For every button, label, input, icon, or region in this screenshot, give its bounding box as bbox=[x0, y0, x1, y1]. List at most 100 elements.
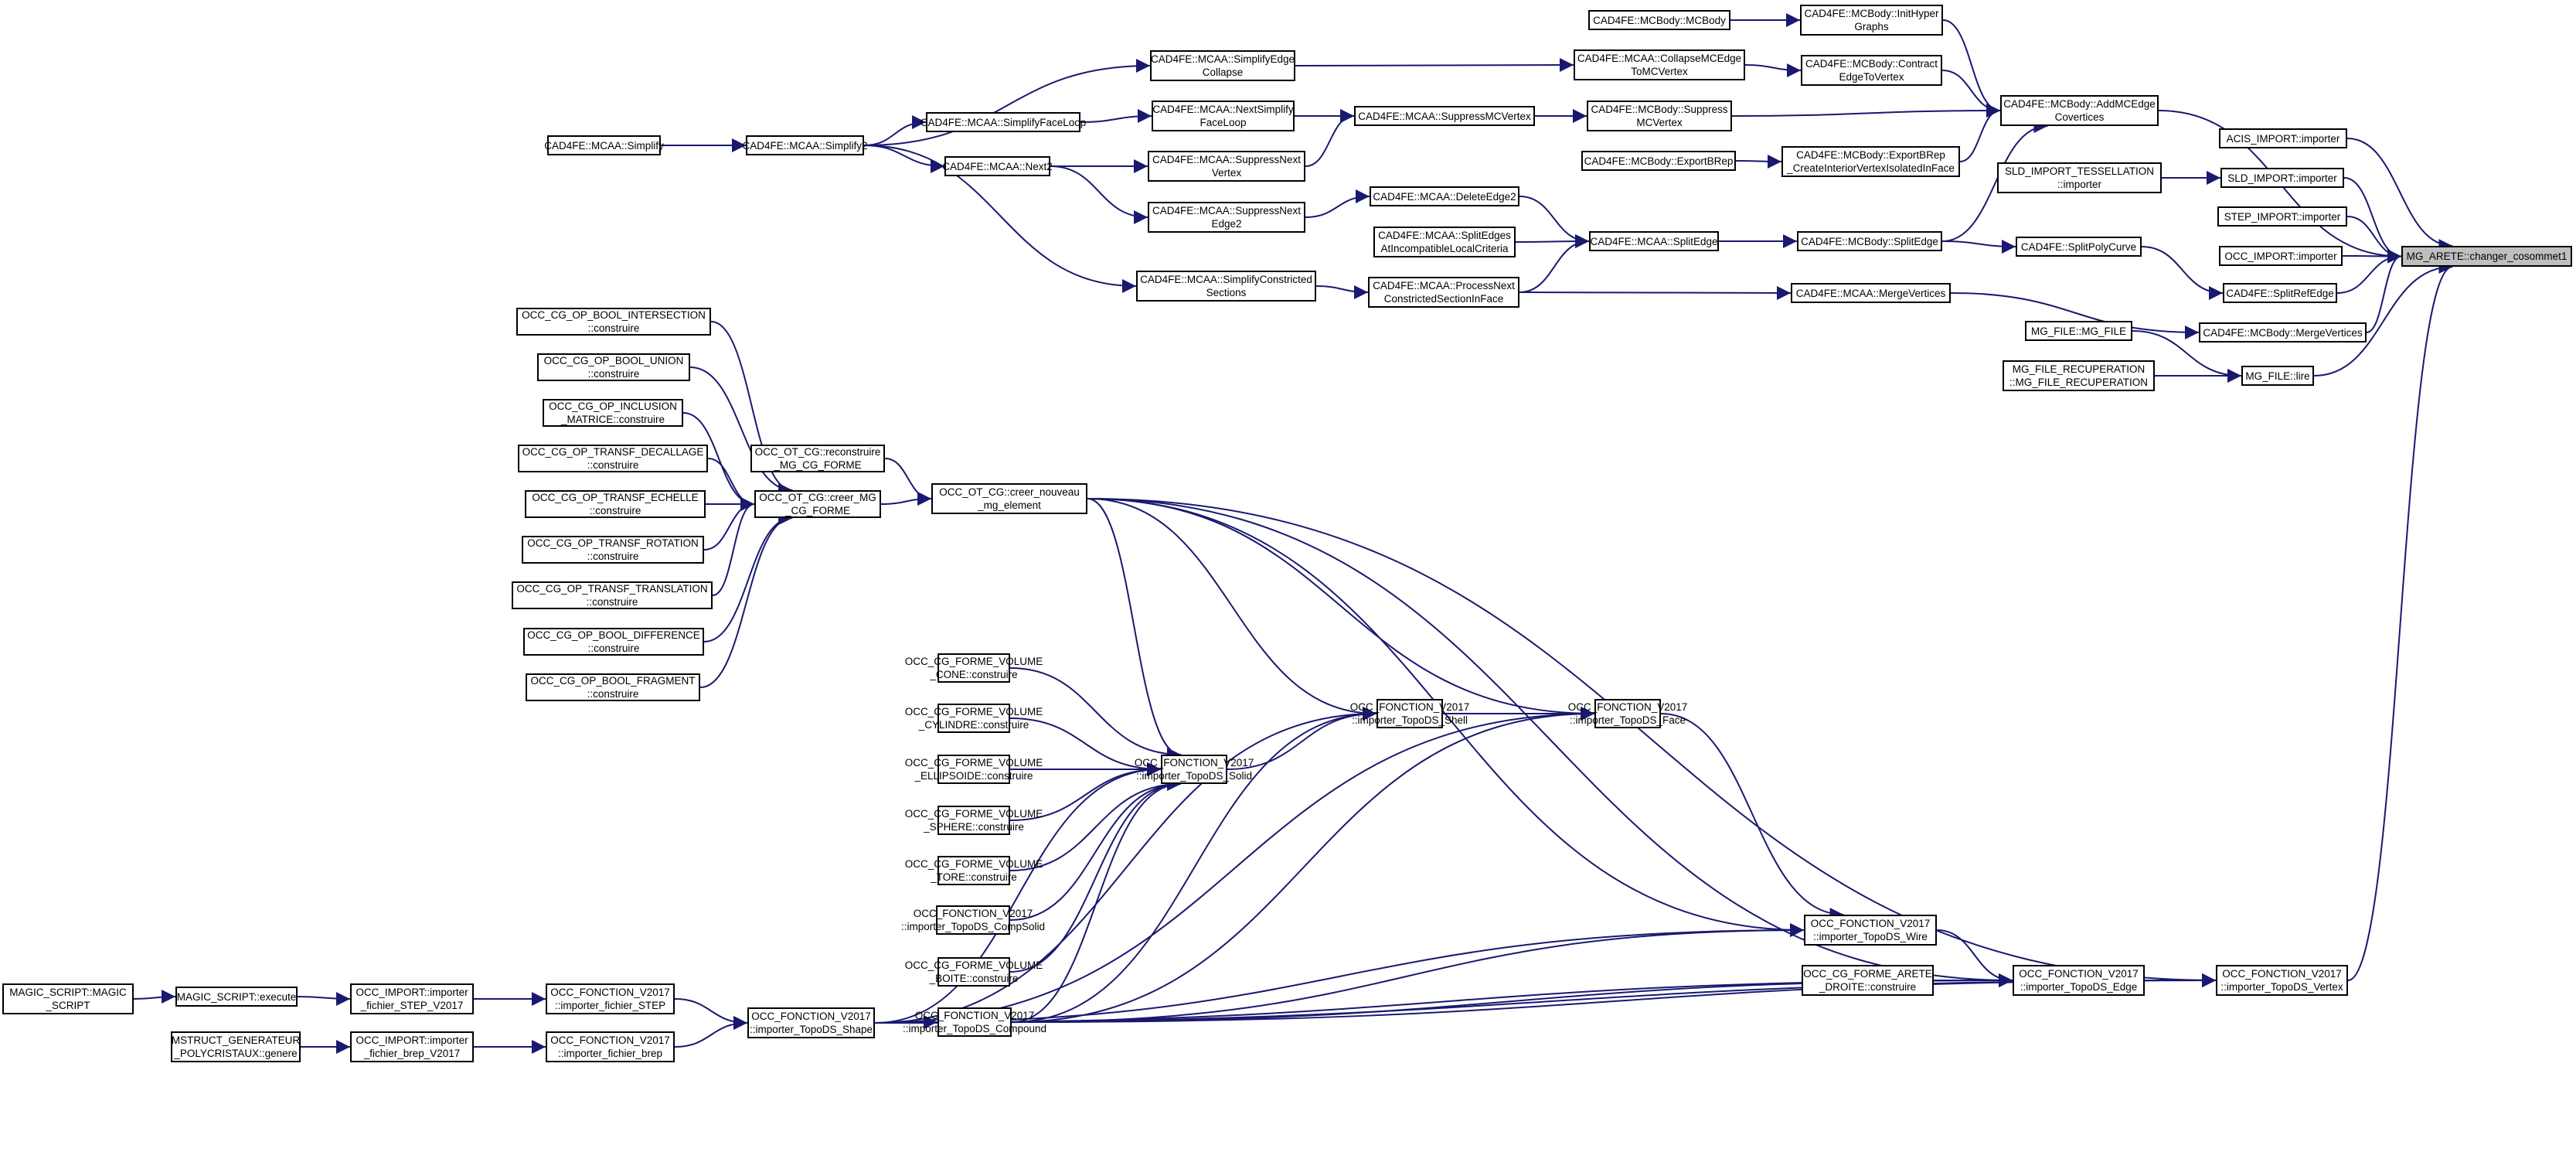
node-label: CAD4FE::MCBody::SplitEdge bbox=[1801, 235, 1938, 247]
graph-node[interactable]: OCC_CG_OP_TRANSF_ROTATION::construire bbox=[522, 536, 704, 564]
node-label: OCC_FONCTION_V2017 bbox=[2222, 968, 2342, 980]
call-edge bbox=[1735, 154, 1782, 169]
graph-node[interactable]: CAD4FE::MCBody::SplitEdge bbox=[1797, 231, 1942, 251]
call-edge bbox=[1950, 292, 2200, 339]
graph-node[interactable]: OCC_CG_OP_BOOL_FRAGMENT::construire bbox=[526, 673, 700, 701]
graph-node[interactable]: OCC_CG_FORME_VOLUME_CONE::construire bbox=[905, 653, 1043, 683]
graph-node[interactable]: OCC_FONCTION_V2017::importer_TopoDS_Edge bbox=[2013, 965, 2145, 996]
call-edge bbox=[1087, 498, 1595, 721]
call-edge bbox=[1519, 234, 1590, 293]
graph-node[interactable]: MAGIC_SCRIPT::execute bbox=[175, 987, 298, 1007]
graph-node[interactable]: OCC_CG_OP_BOOL_UNION::construire bbox=[537, 353, 690, 381]
graph-node[interactable]: MG_FILE::MG_FILE bbox=[2025, 321, 2132, 341]
node-label: _POLYCRISTAUX::genere bbox=[174, 1048, 298, 1059]
graph-node[interactable]: OCC_OT_CG::creer_nouveau_mg_element bbox=[931, 483, 1087, 514]
graph-node[interactable]: MG_FILE_RECUPERATION::MG_FILE_RECUPERATI… bbox=[2003, 360, 2155, 391]
node-label: OCC_OT_CG::creer_nouveau bbox=[939, 486, 1080, 498]
call-edge bbox=[2346, 138, 2453, 253]
node-label: Vertex bbox=[1211, 167, 1242, 179]
graph-node[interactable]: OCC_FONCTION_V2017::importer_fichier_STE… bbox=[546, 983, 675, 1014]
graph-node[interactable]: OCC_IMPORT::importer bbox=[2219, 246, 2343, 266]
graph-node[interactable]: OCC_CG_OP_BOOL_INTERSECTION::construire bbox=[516, 308, 711, 336]
graph-node[interactable]: OCC_CG_OP_TRANSF_TRANSLATION::construire bbox=[512, 581, 713, 609]
graph-node[interactable]: OCC_CG_FORME_VOLUME_BOITE::construire bbox=[905, 957, 1043, 987]
graph-node[interactable]: CAD4FE::SplitPolyCurve bbox=[2016, 237, 2142, 257]
graph-node[interactable]: ACIS_IMPORT::importer bbox=[2219, 128, 2347, 148]
call-edge bbox=[1087, 498, 2217, 987]
graph-node[interactable]: CAD4FE::MCAA::SplitEdge bbox=[1589, 231, 1719, 251]
call-edge bbox=[703, 497, 755, 550]
graph-node[interactable]: MAGIC_SCRIPT::MAGIC_SCRIPT bbox=[2, 983, 134, 1014]
graph-node[interactable]: STEP_IMPORT::importer bbox=[2217, 206, 2347, 227]
call-edge bbox=[874, 762, 1162, 1024]
graph-node[interactable]: OCC_OT_CG::creer_MG_CG_FORME bbox=[754, 490, 881, 518]
node-label: CAD4FE::MCAA::SplitEdges bbox=[1378, 230, 1511, 241]
graph-node[interactable]: CAD4FE::MCBody::MCBody bbox=[1588, 10, 1730, 30]
call-edge bbox=[2313, 260, 2453, 377]
graph-node[interactable]: OCC_FONCTION_V2017::importer_TopoDS_Shel… bbox=[1350, 699, 1469, 728]
graph-node[interactable]: OCC_FONCTION_V2017::importer_TopoDS_Vert… bbox=[2216, 965, 2348, 996]
graph-node[interactable]: CAD4FE::MCAA::MergeVertices bbox=[1791, 283, 1951, 303]
graph-node[interactable]: CAD4FE::MCAA::SimplifyFaceLoop bbox=[920, 112, 1086, 132]
graph-node[interactable]: CAD4FE::MCAA::SuppressMCVertex bbox=[1354, 106, 1535, 126]
graph-node[interactable]: MG_FILE::lire bbox=[2241, 366, 2314, 386]
node-label: OCC_FONCTION_V2017 bbox=[1567, 701, 1688, 713]
node-label: ACIS_IMPORT::importer bbox=[2226, 132, 2340, 145]
graph-node[interactable]: CAD4FE::MCBody::ExportBRep_CreateInterio… bbox=[1781, 146, 1960, 177]
node-label: CAD4FE::MCBody::ExportBRep bbox=[1584, 155, 1734, 167]
graph-node[interactable]: OCC_FONCTION_V2017::importer_TopoDS_Soli… bbox=[1135, 755, 1254, 784]
graph-node[interactable]: CAD4FE::MCAA::Simplify2 bbox=[742, 135, 868, 155]
graph-node[interactable]: OCC_CG_FORME_VOLUME_CYLINDRE::construire bbox=[905, 704, 1043, 733]
graph-node[interactable]: OCC_CG_FORME_ARETE_DROITE::construire bbox=[1802, 965, 1934, 996]
graph-node[interactable]: CAD4FE::MCAA::Simplify bbox=[544, 135, 664, 155]
node-label: CAD4FE::MCAA::ProcessNext bbox=[1373, 280, 1515, 291]
graph-node[interactable]: OCC_CG_OP_BOOL_DIFFERENCE::construire bbox=[523, 628, 704, 656]
graph-node[interactable]: SLD_IMPORT::importer bbox=[2220, 168, 2344, 188]
graph-node[interactable]: OCC_IMPORT::importer_fichier_brep_V2017 bbox=[350, 1031, 474, 1062]
graph-node[interactable]: OCC_IMPORT::importer_fichier_STEP_V2017 bbox=[350, 983, 474, 1014]
graph-node[interactable]: CAD4FE::MCAA::Next2 bbox=[942, 156, 1053, 176]
graph-node[interactable]: CAD4FE::MCBody::MergeVertices bbox=[2199, 322, 2367, 343]
node-label: CAD4FE::MCAA::CollapseMCEdge bbox=[1577, 53, 1742, 64]
call-edge bbox=[884, 458, 932, 506]
node-label: OCC_CG_OP_BOOL_FRAGMENT bbox=[530, 675, 696, 687]
node-label: ::construire bbox=[587, 550, 639, 562]
graph-node[interactable]: OCC_CG_OP_TRANSF_ECHELLE::construire bbox=[525, 490, 706, 518]
graph-node[interactable]: CAD4FE::MCBody::ExportBRep bbox=[1581, 151, 1736, 171]
graph-node[interactable]: OCC_CG_FORME_VOLUME_SPHERE::construire bbox=[905, 806, 1043, 835]
graph-node[interactable]: OCC_FONCTION_V2017::importer_TopoDS_Comp… bbox=[901, 905, 1045, 935]
graph-node[interactable]: SLD_IMPORT_TESSELLATION::importer bbox=[1997, 162, 2162, 193]
node-label: CAD4FE::MCBody::MCBody bbox=[1593, 14, 1726, 26]
graph-node[interactable]: OCC_CG_FORME_VOLUME_TORE::construire bbox=[905, 856, 1043, 885]
node-label: CAD4FE::MCBody::AddMCEdge bbox=[2003, 98, 2156, 110]
graph-node[interactable]: OCC_FONCTION_V2017::importer_TopoDS_Shap… bbox=[747, 1007, 875, 1038]
graph-node[interactable]: CAD4FE::SplitRefEdge bbox=[2223, 283, 2337, 303]
graph-node[interactable]: OCC_FONCTION_V2017::importer_TopoDS_Face bbox=[1568, 699, 1687, 728]
graph-node[interactable]: OCC_OT_CG::reconstruire_MG_CG_FORME bbox=[750, 445, 885, 472]
graph-node[interactable]: OCC_FONCTION_V2017::importer_fichier_bre… bbox=[546, 1031, 675, 1062]
graph-node[interactable]: OCC_CG_FORME_VOLUME_ELLIPSOIDE::construi… bbox=[905, 755, 1043, 784]
graph-node[interactable]: OCC_FONCTION_V2017::importer_TopoDS_Comp… bbox=[903, 1007, 1046, 1037]
graph-node[interactable]: OCC_CG_OP_INCLUSION_MATRICE::construire bbox=[543, 399, 683, 427]
node-label: _MG_CG_FORME bbox=[774, 459, 862, 471]
graph-node[interactable]: OCC_FONCTION_V2017::importer_TopoDS_Wire bbox=[1804, 915, 1937, 946]
graph-node[interactable]: MSTRUCT_GENERATEUR_POLYCRISTAUX::genere bbox=[171, 1031, 301, 1062]
node-label: OCC_CG_OP_TRANSF_DECALLAGE bbox=[522, 446, 704, 458]
node-label: Edge2 bbox=[1211, 218, 1242, 230]
target-node[interactable]: MG_ARETE::changer_cosommet1 bbox=[2401, 246, 2572, 267]
graph-node[interactable]: CAD4FE::MCAA::DeleteEdge2 bbox=[1370, 186, 1519, 206]
graph-node[interactable]: OCC_CG_OP_TRANSF_DECALLAGE::construire bbox=[518, 445, 708, 472]
call-edge bbox=[2141, 246, 2224, 300]
